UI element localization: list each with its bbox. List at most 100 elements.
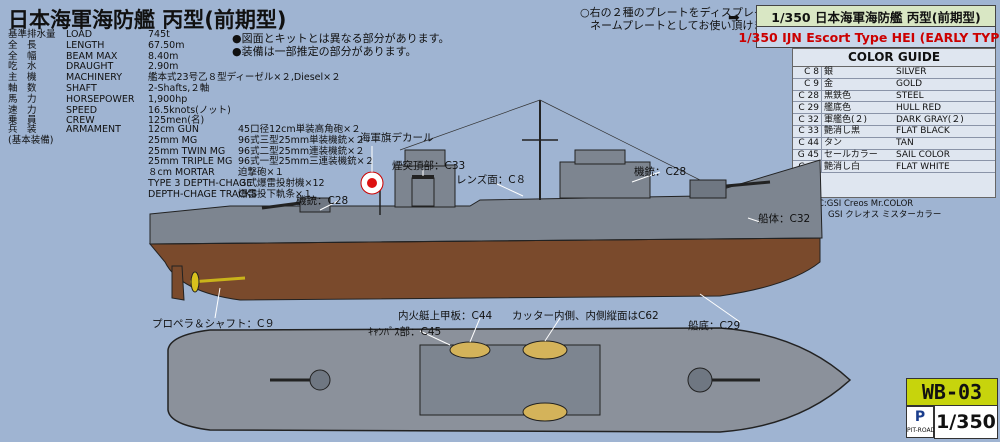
color-name-jp: タン: [821, 137, 894, 150]
color-name-jp: 銀: [821, 67, 894, 79]
spec-label-en: LOAD: [66, 29, 93, 40]
aft-house: [559, 161, 651, 199]
callout-lens: レンズ面：C８: [456, 174, 527, 186]
boat-tan-3: [522, 402, 568, 422]
color-name-en: SAIL COLOR: [894, 149, 995, 162]
callout-hull: 船体：C32: [758, 213, 811, 225]
spec-label: 吃 水: [8, 61, 37, 73]
callout-cutter: カッター内側、内側縦面はC62: [512, 310, 659, 322]
color-code: C 9: [793, 78, 822, 91]
armament-detail: 96式三型25mm単装機銃×２: [238, 134, 365, 146]
spec-label: 基準排水量: [8, 29, 56, 40]
boat-tan-1: [449, 341, 491, 359]
spec-label-en: ARMAMENT: [66, 124, 121, 135]
callout-flag: 海軍旗デカール: [360, 132, 434, 144]
spec-label: 全 幅: [8, 50, 37, 62]
page-title: 日本海軍海防艦 丙型(前期型): [8, 8, 287, 32]
callout-propeller: プロペラ＆シャフト：C９: [152, 318, 275, 330]
spec-value: 745t: [148, 29, 170, 40]
leader-line: [319, 199, 341, 211]
color-name-en: TAN: [894, 137, 995, 150]
callout-machine-gun-top: 機銃：C28: [634, 166, 687, 178]
spec-label-en: SPEED: [66, 104, 98, 116]
spec-value: 125men(名): [148, 115, 205, 127]
color-name-en: HULL RED: [894, 101, 995, 115]
spec-value: 2-Shafts,２軸: [148, 82, 210, 94]
plate-note: ○右の２種のプレートをディスプレイ台に ネームプレートとしてお使い頂けます。: [580, 6, 787, 32]
armament-name: TYPE 3 DEPTH-CHAGE: [148, 177, 253, 189]
spec-label: 軸 数: [8, 82, 37, 94]
spec-label: 馬 力: [8, 93, 37, 105]
spec-value: 8.40m: [148, 50, 179, 62]
product-code: WB-03: [906, 378, 998, 406]
logo-icon: P: [914, 409, 926, 425]
armament-detail: ３式爆雷投射機×12: [238, 177, 325, 189]
spec-label: (基本装備): [8, 134, 54, 146]
leader-line: [631, 171, 661, 183]
drawing-notes: ●図面とキットとは異なる部分があります。 ●装備は一部推定の部分があります。: [232, 32, 450, 58]
spec-value: 16.5knots(ノット): [148, 104, 231, 116]
color-code: C 29: [793, 101, 822, 115]
waterline: [149, 237, 823, 245]
gsi-note: C:GSI Creos Mr.COLOR GSI クレオス ミスターカラー: [818, 199, 941, 221]
spec-value: 艦本式23号乙８型ディーゼル×２,Diesel×２: [148, 72, 341, 84]
color-name-jp: 艶消し白: [821, 160, 894, 174]
color-code: C 28: [793, 90, 822, 103]
spec-value: 67.50m: [148, 39, 185, 51]
spec-label-en: CREW: [66, 115, 95, 127]
spec-label-en: HORSEPOWER: [66, 93, 135, 105]
funnel: [411, 177, 435, 207]
spec-label-en: DRAUGHT: [66, 61, 114, 73]
armament-detail: 96式一型25mm三連装機銃×２: [238, 156, 375, 168]
spec-label-en: MACHINERY: [66, 72, 123, 84]
spec-label: 速 力: [8, 104, 37, 116]
armament-name: 25mm TRIPLE MG: [148, 156, 233, 168]
mast-rig: [399, 99, 541, 151]
leader-line: [699, 293, 741, 323]
color-name-jp: 金: [821, 78, 894, 91]
plate-note-line: ネームプレートとしてお使い頂けます。: [590, 19, 786, 32]
armament-detail: 96式二型25mm連装機銃×２: [238, 145, 365, 157]
deck-house: [419, 344, 601, 416]
callout-deck-inner: 内火艇上甲板：C44: [398, 310, 493, 322]
aft-house-top: [574, 149, 626, 165]
spec-label: 乗 員: [8, 115, 37, 127]
gsi-note-line: C:GSI Creos Mr.COLOR: [818, 199, 914, 209]
spec-label: 主 機: [8, 72, 37, 84]
color-name-en: FLAT WHITE: [894, 160, 995, 174]
color-code: C 33: [793, 125, 822, 138]
spec-label-en: SHAFT: [66, 82, 97, 94]
callout-machine-gun-bottom: 機銃：C28: [296, 195, 349, 207]
arrow-right-icon: ➡: [728, 10, 740, 26]
gsi-note-line: GSI クレオス ミスターカラー: [828, 210, 942, 220]
spec-label-en: LENGTH: [66, 39, 105, 51]
propeller: [190, 271, 200, 293]
spec-label: 全 長: [8, 39, 37, 51]
color-name-jp: セールカラー: [821, 149, 894, 162]
boat-tan-2: [522, 340, 568, 360]
spec-label-en: BEAM MAX: [66, 50, 118, 62]
bridge-top: [404, 149, 446, 167]
name-plate-japanese: 1/350 日本海軍海防艦 丙型(前期型): [756, 5, 996, 27]
color-code: C 32: [793, 113, 822, 126]
color-name-en: GOLD: [894, 78, 995, 91]
color-name-jp: 軍艦色(２): [821, 113, 894, 126]
name-plate-english: 1/350 IJN Escort Type HEI (EARLY TYPE): [738, 26, 1000, 48]
funnel-cap: [412, 175, 434, 179]
armament-name: ８cm MORTAR: [148, 167, 215, 179]
color-name-jp: 黒鉄色: [821, 90, 894, 103]
rudder: [171, 265, 185, 301]
color-guide-title: COLOR GUIDE: [793, 49, 995, 67]
color-name-en: SILVER: [894, 67, 995, 79]
